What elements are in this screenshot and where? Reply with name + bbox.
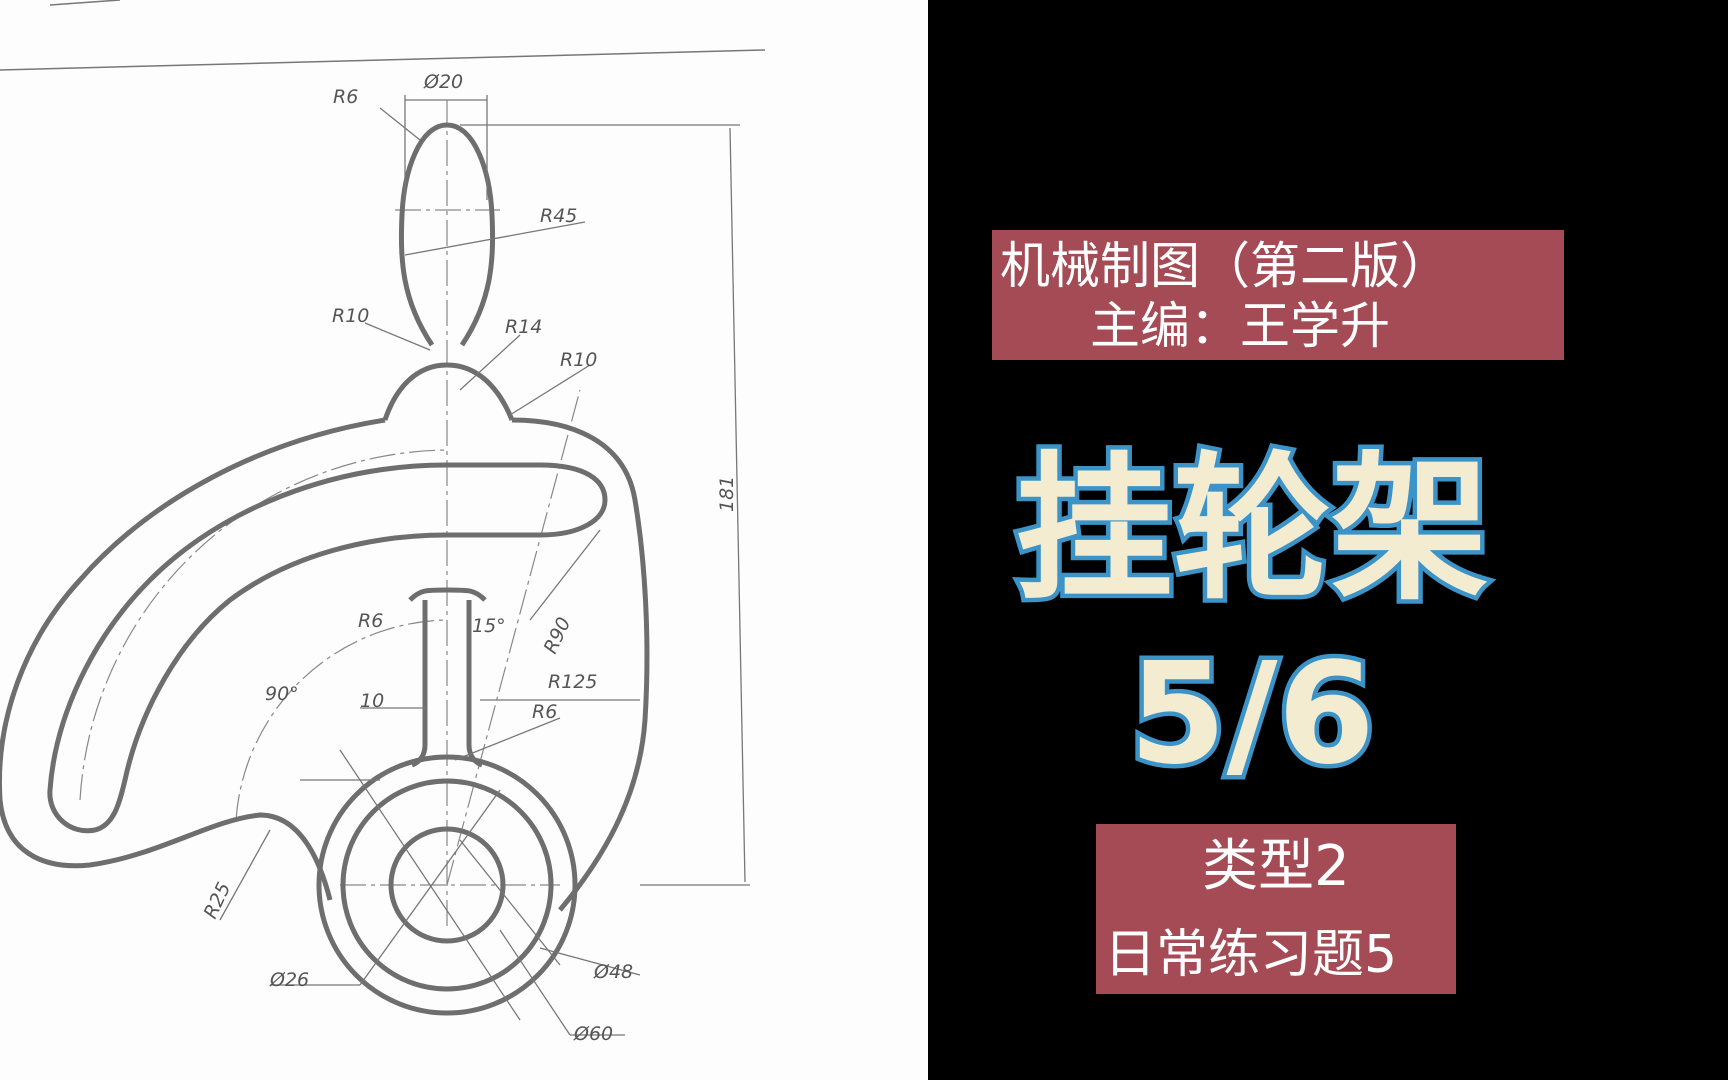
dim-r6-top: R6 bbox=[333, 86, 358, 108]
dim-r14: R14 bbox=[505, 316, 542, 338]
technical-drawing-panel: Ø20 R6 R45 R10 R14 R10 181 R6 15° R90 90… bbox=[0, 0, 928, 1080]
hanging-wheel-frame-drawing: Ø20 R6 R45 R10 R14 R10 181 R6 15° R90 90… bbox=[0, 0, 766, 1045]
part-outline bbox=[0, 122, 650, 1016]
exercise-label: 日常练习题5 bbox=[1104, 925, 1398, 985]
dim-181: 181 bbox=[716, 476, 738, 512]
main-title: 挂轮架 bbox=[1011, 436, 1494, 625]
dim-phi26: Ø26 bbox=[269, 969, 309, 991]
dimension-lines bbox=[219, 95, 750, 1036]
dim-phi20: Ø20 bbox=[423, 71, 463, 93]
book-title: 机械制图（第二版） bbox=[1000, 237, 1450, 295]
center-lines bbox=[79, 100, 581, 930]
dim-r25: R25 bbox=[200, 879, 236, 922]
dim-r6-mid: R6 bbox=[358, 610, 383, 632]
paper-border bbox=[0, 0, 766, 71]
dim-r90: R90 bbox=[540, 614, 576, 657]
dim-r6-low: R6 bbox=[532, 701, 557, 723]
dim-angle-90: 90° bbox=[265, 683, 299, 705]
dim-r10-left: R10 bbox=[332, 305, 369, 327]
dim-width-10: 10 bbox=[360, 690, 384, 712]
book-editor: 主编：王学升 bbox=[1090, 297, 1390, 355]
dim-phi60: Ø60 bbox=[573, 1023, 613, 1045]
dim-r125: R125 bbox=[548, 671, 597, 693]
dim-r45: R45 bbox=[540, 205, 577, 227]
part-number: 5/6 bbox=[1125, 633, 1380, 796]
type-banner: 类型2 日常练习题5 bbox=[1096, 824, 1456, 994]
dim-r10-right: R10 bbox=[560, 349, 597, 371]
title-panel: 机械制图（第二版） 主编：王学升 挂轮架 5/6 类型2 日常练习题5 bbox=[928, 0, 1728, 1080]
book-info-banner: 机械制图（第二版） 主编：王学升 bbox=[992, 230, 1564, 360]
dim-angle-15: 15° bbox=[472, 615, 506, 637]
type-label: 类型2 bbox=[1202, 834, 1350, 899]
dim-phi48: Ø48 bbox=[593, 961, 633, 983]
